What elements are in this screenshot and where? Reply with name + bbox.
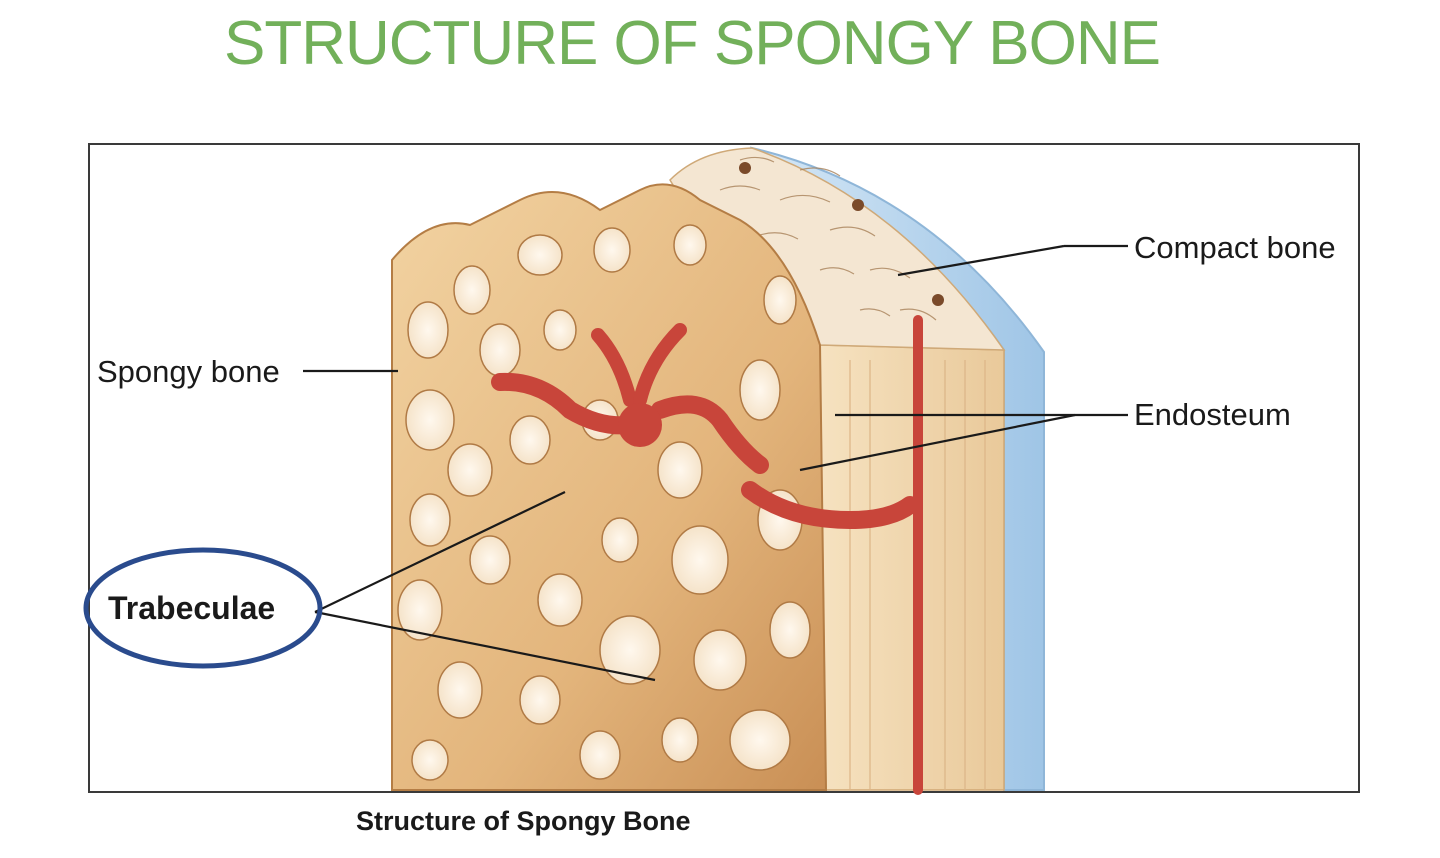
trabeculae-highlight-ellipse	[83, 547, 323, 669]
blood-vessels	[491, 315, 923, 795]
slide-title: STRUCTURE OF SPONGY BONE	[224, 9, 1161, 78]
label-endosteum: Endosteum	[1134, 397, 1291, 432]
label-spongy-bone: Spongy bone	[97, 354, 280, 389]
label-compact-bone: Compact bone	[1134, 230, 1336, 265]
label-trabeculae: Trabeculae	[108, 590, 276, 626]
figure-caption: Structure of Spongy Bone	[356, 806, 691, 836]
vessel-junction	[618, 403, 662, 447]
leader-lines	[303, 244, 1128, 682]
spongy-bone-block	[391, 183, 828, 791]
